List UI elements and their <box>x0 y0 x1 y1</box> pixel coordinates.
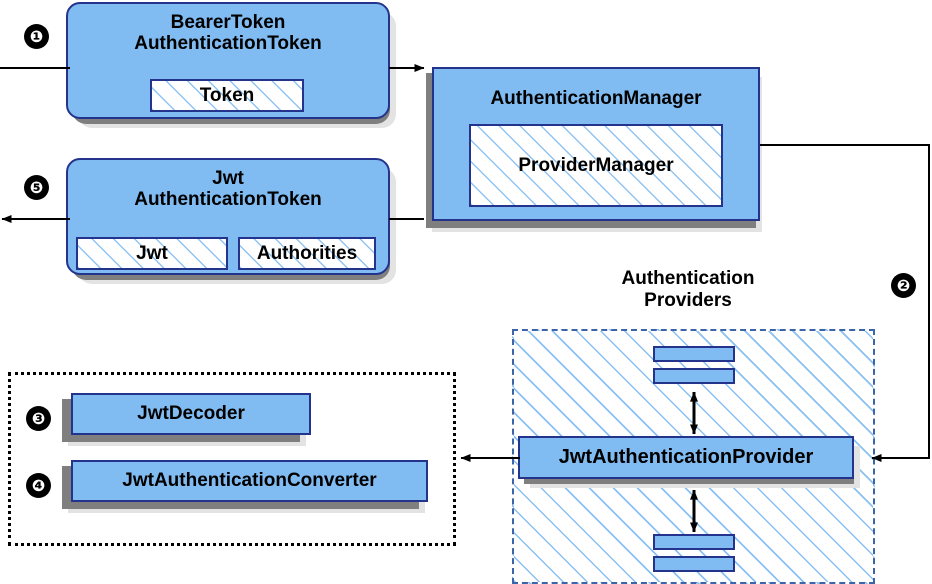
authentication-providers-title-line1: Authentication <box>621 268 755 289</box>
step-badge-2: ❷ <box>891 273 916 298</box>
jwt-authentication-converter-label: JwtAuthenticationConverter <box>122 470 377 492</box>
bearer-token-line2: AuthenticationToken <box>134 33 322 55</box>
jwt-authentication-token-node[interactable]: Jwt AuthenticationToken <box>66 158 390 275</box>
provider-placeholder-bottom-1 <box>653 534 735 550</box>
step-badge-1: ❶ <box>24 24 49 49</box>
bearer-token-authentication-token-node[interactable]: BearerToken AuthenticationToken <box>66 2 390 119</box>
provider-placeholder-bottom-2 <box>653 556 735 572</box>
provider-manager-inner-box[interactable]: ProviderManager <box>469 124 723 207</box>
authorities-inner-box[interactable]: Authorities <box>238 237 376 270</box>
authentication-providers-title-line2: Providers <box>644 289 732 311</box>
jwt-decoder-node[interactable]: JwtDecoder <box>71 393 311 435</box>
authentication-manager-title: AuthenticationManager <box>490 88 702 109</box>
authentication-providers-title: Authentication Providers <box>585 268 791 311</box>
provider-placeholder-top-2 <box>653 368 735 384</box>
jwt-authentication-provider-label: JwtAuthenticationProvider <box>558 446 814 469</box>
bearer-token-line1: BearerToken <box>170 12 286 33</box>
jwt-decoder-label: JwtDecoder <box>137 403 245 425</box>
jwt-authentication-converter-node[interactable]: JwtAuthenticationConverter <box>71 460 428 502</box>
step-badge-5: ❺ <box>24 175 49 200</box>
jwt-authentication-token-line2: AuthenticationToken <box>134 189 322 211</box>
provider-placeholder-top-1 <box>653 346 735 362</box>
step-badge-4: ❹ <box>26 473 51 498</box>
jwt-authentication-provider-node[interactable]: JwtAuthenticationProvider <box>518 436 854 479</box>
jwt-authentication-token-line1: Jwt <box>212 168 244 189</box>
jwt-inner-box[interactable]: Jwt <box>76 237 228 270</box>
token-inner-box[interactable]: Token <box>150 79 304 112</box>
step-badge-3: ❸ <box>26 406 51 431</box>
helpers-container <box>8 372 456 546</box>
